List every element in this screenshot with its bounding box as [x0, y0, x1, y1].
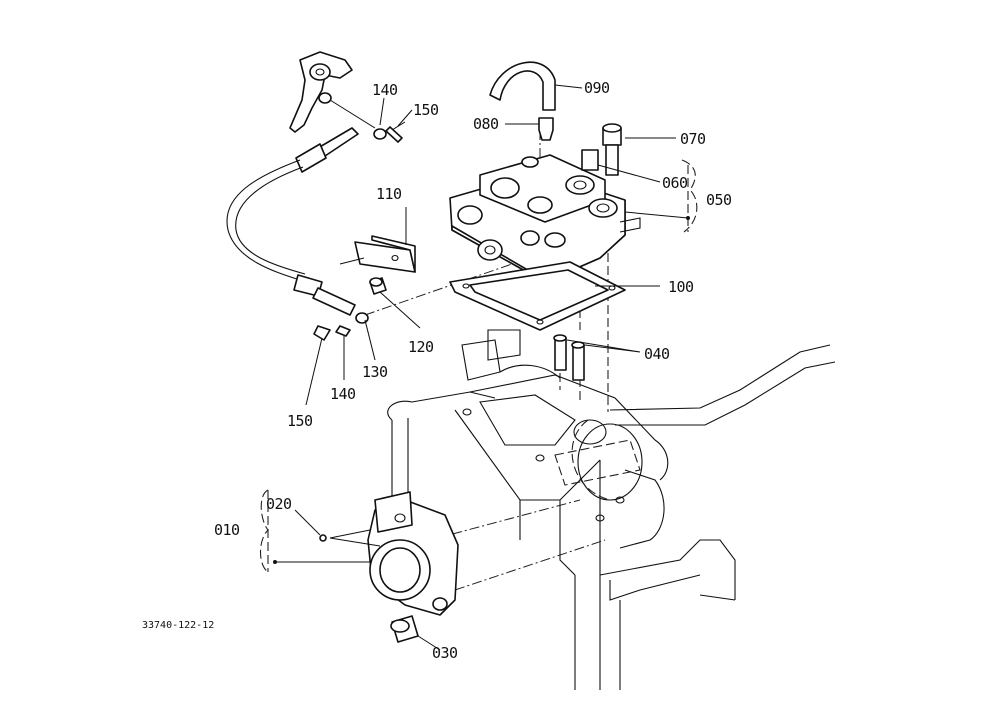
hose [489, 61, 583, 111]
callout-030: 030 [432, 644, 458, 662]
callout-140-top: 140 [372, 81, 398, 99]
bolt-030 [390, 615, 441, 651]
leader-060 [597, 164, 661, 183]
callout-150-bottom: 150 [287, 412, 313, 430]
bolt-070 [602, 123, 676, 176]
leader-050-dot [686, 216, 690, 220]
pins [553, 334, 641, 381]
bolt-120 [369, 277, 387, 295]
bracket-050 [681, 159, 698, 233]
transmission-housing [387, 329, 836, 690]
reference-code: 33740-122-12 [142, 620, 215, 631]
leader-150a [397, 109, 413, 127]
callout-060: 060 [662, 174, 688, 192]
callout-110: 110 [376, 185, 402, 203]
bearing-holder [259, 489, 459, 616]
callout-090: 090 [584, 79, 610, 97]
leader-130 [364, 319, 376, 361]
callout-150-top: 150 [413, 101, 439, 119]
callout-040: 040 [644, 345, 670, 363]
callout-130: 130 [362, 363, 388, 381]
callout-050: 050 [706, 191, 732, 209]
leader-150b [305, 337, 323, 406]
callout-080: 080 [473, 115, 499, 133]
callout-020: 020 [266, 495, 292, 513]
callout-070: 070 [680, 130, 706, 148]
callout-010: 010 [214, 521, 240, 539]
control-cable [226, 126, 403, 341]
fitting-080 [505, 117, 554, 141]
valve-body [449, 149, 641, 283]
bracket [339, 235, 416, 273]
callout-100: 100 [668, 278, 694, 296]
callout-120: 120 [408, 338, 434, 356]
leader-050 [624, 211, 689, 219]
gasket [449, 261, 626, 331]
leader-140a [379, 97, 385, 126]
callout-140-bottom: 140 [330, 385, 356, 403]
leader-120 [379, 291, 421, 329]
